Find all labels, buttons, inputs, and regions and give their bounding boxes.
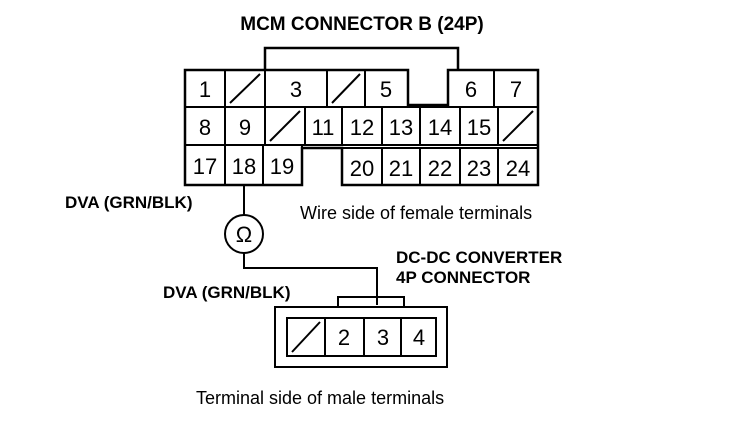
- mcm-blank-slash: [502, 110, 534, 142]
- mcm-pin-label: 13: [389, 115, 413, 140]
- dcdc-blank-slash: [291, 321, 321, 353]
- probe-label-bottom: DVA (GRN/BLK): [163, 283, 290, 302]
- mcm-pin-label: 1: [199, 77, 211, 102]
- mcm-pin-label: 11: [312, 115, 335, 140]
- dcdc-title-line1: DC-DC CONVERTER: [396, 248, 562, 267]
- mcm-pin-label: 7: [510, 77, 522, 102]
- mcm-pin-label: 3: [290, 77, 302, 102]
- mcm-pin-label: 22: [428, 156, 452, 181]
- dcdc-inner: [286, 317, 437, 357]
- mcm-pin-label: 21: [389, 156, 413, 181]
- mcm-pin-label: 9: [239, 115, 251, 140]
- ohm-icon: Ω: [236, 222, 252, 247]
- mcm-pin-label: 17: [193, 154, 217, 179]
- dcdc-pin-label: 4: [413, 325, 425, 350]
- dcdc-connector: [274, 296, 448, 368]
- mcm-side-label: Wire side of female terminals: [300, 203, 532, 223]
- mcm-blank-slash: [331, 73, 361, 104]
- dcdc-numbers: 2 3 4: [338, 325, 425, 350]
- mcm-cell-19: [262, 144, 303, 186]
- mcm-pin-label: 23: [467, 156, 491, 181]
- mcm-blank-slash: [229, 73, 261, 104]
- dcdc-side-label: Terminal side of male terminals: [196, 388, 444, 408]
- mcm-pin-label: 6: [465, 77, 477, 102]
- mcm-blank-slash: [269, 110, 301, 142]
- mcm-cells: [184, 69, 539, 186]
- dcdc-lock-tab: [337, 296, 405, 307]
- dcdc-outer: [274, 306, 448, 368]
- mcm-pin-label: 5: [380, 77, 392, 102]
- probe-label-top: DVA (GRN/BLK): [65, 193, 192, 212]
- mcm-pin-label: 15: [467, 115, 491, 140]
- mcm-pin-label: 24: [506, 156, 530, 181]
- mcm-pin-label: 20: [350, 156, 374, 181]
- mcm-numbers: 1 3 5 6 7 8 9 11 12 13 14 15 17 18 19 20…: [193, 77, 530, 181]
- mcm-pin-label: 19: [270, 154, 294, 179]
- dcdc-pin-label: 3: [377, 325, 389, 350]
- probe-wires: [224, 185, 378, 305]
- wire-bottom: [243, 253, 378, 305]
- mcm-pin-label: 12: [350, 115, 374, 140]
- dcdc-pin-label: 2: [338, 325, 350, 350]
- mcm-pin-label: 14: [428, 115, 452, 140]
- dcdc-title-line2: 4P CONNECTOR: [396, 268, 530, 287]
- mcm-pin-label: 18: [232, 154, 256, 179]
- mcm-lock-tab: [263, 46, 460, 70]
- mcm-cell-16-blank: [497, 106, 539, 146]
- mcm-cell-24: [497, 147, 539, 186]
- mcm-connector-title: MCM CONNECTOR B (24P): [240, 14, 484, 35]
- mcm-pin-label: 8: [199, 115, 211, 140]
